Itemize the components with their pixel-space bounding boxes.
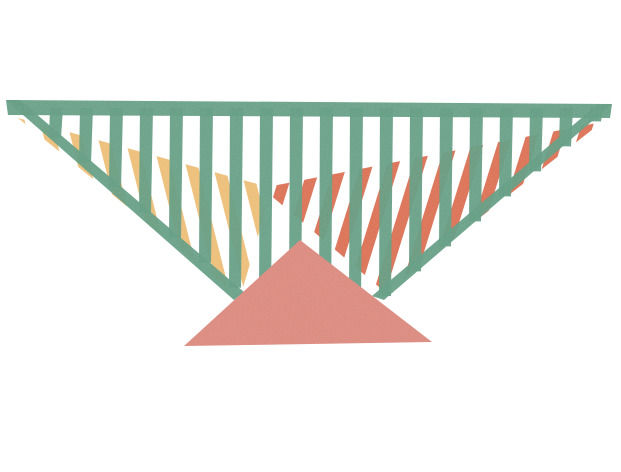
green-stripe — [409, 108, 423, 272]
green-stripe — [229, 108, 243, 288]
green-stripe — [379, 108, 393, 296]
green-stripe — [439, 108, 453, 247]
green-stripe — [79, 108, 93, 163]
green-stripe — [109, 108, 123, 188]
green-stripe — [499, 108, 513, 197]
green-right-edge — [372, 104, 612, 300]
green-top-bar — [6, 100, 612, 118]
green-stripe — [469, 108, 483, 222]
green-stripe — [259, 108, 273, 296]
green-stripe — [169, 108, 183, 238]
green-stripe — [319, 108, 333, 296]
green-stripe — [139, 108, 153, 213]
green-stripe — [199, 108, 213, 263]
green-stripe — [349, 108, 363, 296]
green-left-edge — [6, 100, 244, 300]
green-stripe — [589, 108, 603, 122]
green-vertical-stripes — [49, 108, 603, 296]
green-triangle-frame — [6, 100, 612, 300]
pink-triangle — [184, 240, 432, 346]
green-stripe — [529, 108, 543, 172]
green-stripe — [49, 108, 63, 138]
green-stripe — [559, 108, 573, 147]
